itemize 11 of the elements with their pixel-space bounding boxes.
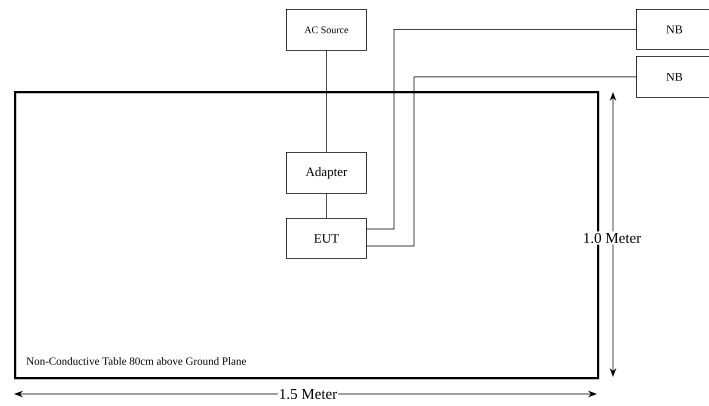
cable-line — [326, 50, 327, 152]
cable-line — [366, 29, 636, 230]
device-box: NB — [636, 9, 709, 50]
device-box: AC Source — [286, 9, 367, 51]
device-box: Adapter — [286, 152, 367, 194]
device-box: NB — [636, 56, 709, 98]
cable-line — [326, 193, 327, 218]
dimension-label: 1.0 Meter — [581, 231, 643, 245]
device-box: EUT — [286, 218, 367, 259]
cable-line — [366, 76, 636, 246]
dimension-label: 1.5 Meter — [278, 388, 338, 400]
